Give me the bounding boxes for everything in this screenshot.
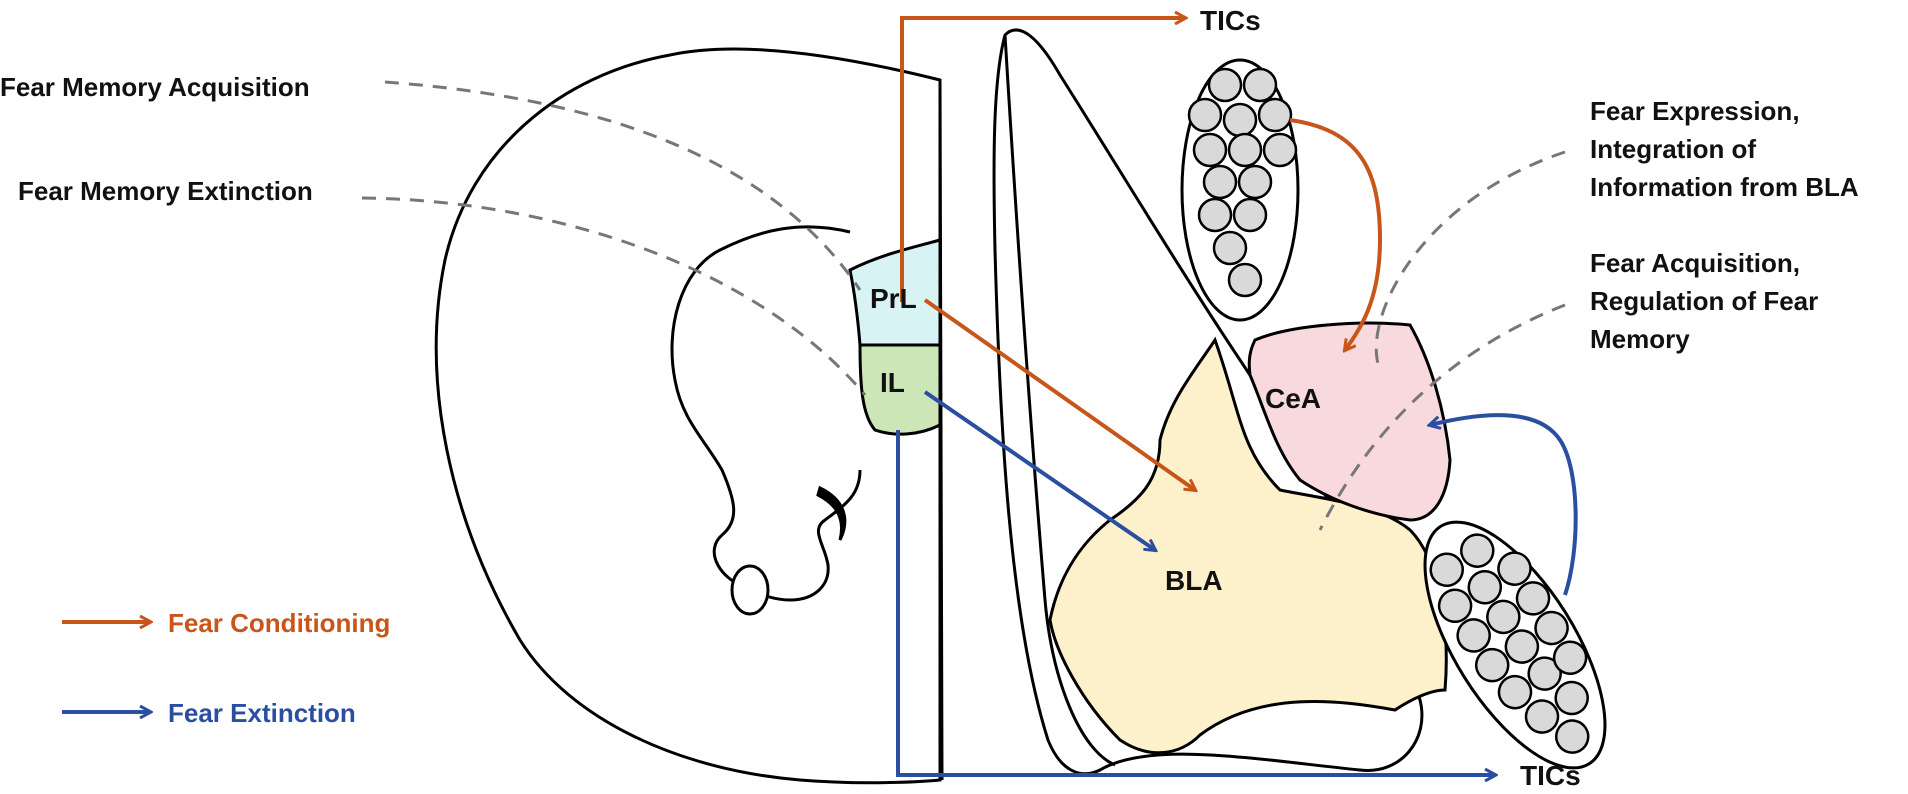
neuron-bottom: [1534, 610, 1569, 646]
neuron-top: [1257, 97, 1293, 133]
neuron-bottom: [1515, 581, 1551, 616]
neuron-bottom: [1552, 640, 1588, 675]
neuron-top: [1232, 197, 1268, 233]
annotation-fear-memory-acquisition: Fear Memory Acquisition: [0, 72, 310, 102]
inner-contour: [670, 225, 862, 602]
midline: [938, 79, 944, 781]
neuron-bottom: [1429, 552, 1464, 587]
neuron-bottom: [1504, 629, 1540, 664]
neuron-top: [1227, 262, 1263, 298]
legend: Fear Conditioning Fear Extinction: [62, 608, 390, 728]
amygdala-inner-contour: [1003, 34, 1116, 767]
dashed-line-extinction: [361, 196, 867, 396]
annotation-fear-memory-extinction: Fear Memory Extinction: [18, 176, 313, 206]
neuron-bottom: [1554, 680, 1589, 716]
neuron-top: [1237, 164, 1273, 200]
neuron-bottom: [1524, 699, 1560, 734]
neuron-top: [1222, 102, 1258, 138]
annotation-fear-expression: Fear Expression, Integration of Informat…: [1590, 96, 1859, 202]
neuron-top: [1187, 97, 1223, 133]
neuron-bottom: [1486, 599, 1521, 635]
cea-region: [1247, 321, 1452, 522]
neuron-bottom: [1497, 551, 1532, 586]
legend-conditioning-label: Fear Conditioning: [168, 608, 390, 638]
neuron-bottom: [1474, 647, 1510, 683]
neuron-top: [1207, 67, 1243, 103]
annotation-fear-acquisition: Fear Acquisition, Regulation of Fear Mem…: [1590, 248, 1825, 354]
neuron-top: [1227, 132, 1263, 168]
prl-label: PrL: [870, 283, 917, 314]
neuron-bottom: [1456, 618, 1491, 653]
arrow-il-to-bla: [923, 390, 1155, 550]
dashed-line-acquisition: [384, 80, 862, 291]
arrow-cluster-to-cea: [1289, 118, 1383, 350]
small-sulcus: [816, 485, 847, 541]
dashed-line-expression: [1374, 150, 1566, 371]
neuron-top: [1242, 67, 1278, 103]
bla-label: BLA: [1165, 565, 1223, 596]
arrow-il-to-tics: [896, 430, 1495, 775]
tics-top-label: TICs: [1200, 5, 1261, 36]
legend-extinction-label: Fear Extinction: [168, 698, 356, 728]
il-region: [858, 343, 942, 436]
il-label: IL: [880, 367, 905, 398]
cea-label: CeA: [1265, 383, 1321, 414]
neuron-top: [1212, 230, 1248, 266]
prl-region: [848, 238, 942, 347]
tics-bottom-label: TICs: [1520, 760, 1581, 791]
neuron-top: [1202, 164, 1238, 200]
neuron-bottom: [1460, 533, 1495, 568]
small-ventricle: [730, 564, 770, 616]
neuron-top: [1262, 132, 1298, 168]
arrow-prl-to-bla: [923, 298, 1195, 490]
neuron-bottom: [1467, 569, 1503, 605]
neuron-bottom: [1437, 588, 1473, 624]
arrow-cluster-to-cea-blue: [1430, 413, 1578, 596]
dashed-line-regulation: [1318, 303, 1566, 531]
neuron-top: [1192, 132, 1228, 168]
neuron-bottom: [1554, 719, 1590, 754]
neuron-top: [1197, 197, 1233, 233]
arrow-prl-to-tics: [900, 18, 1185, 302]
neuron-bottom: [1497, 674, 1533, 710]
